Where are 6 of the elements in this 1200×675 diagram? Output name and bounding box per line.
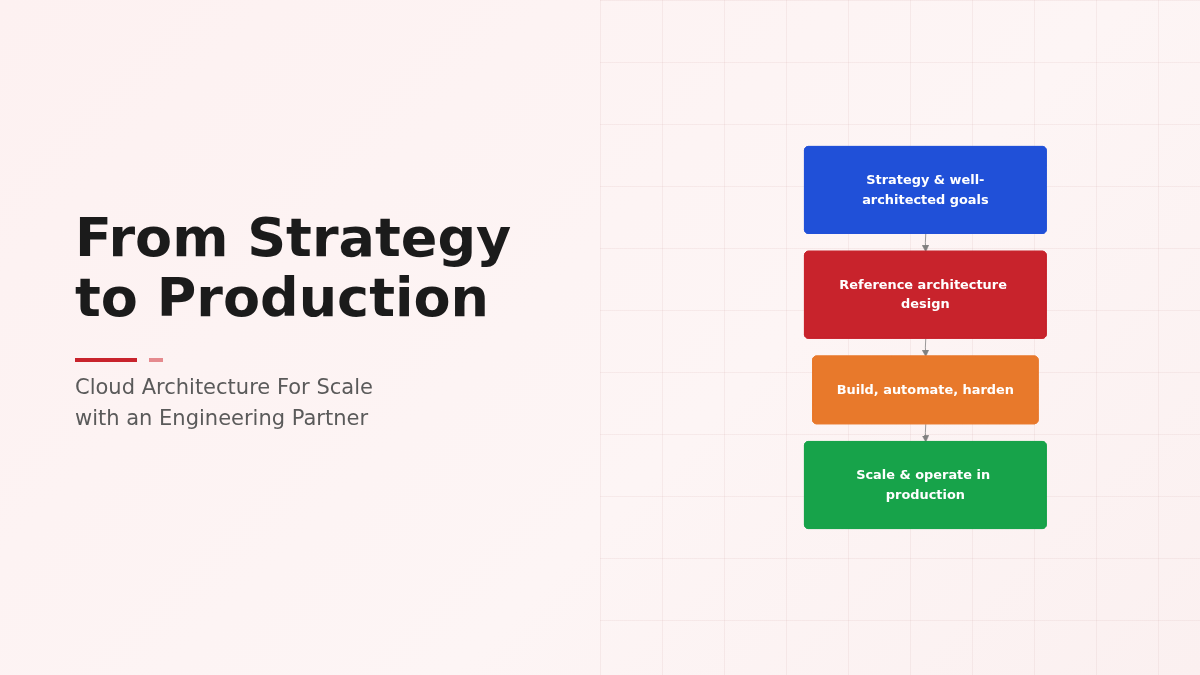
process-box: Build, automate, harden <box>811 355 1039 425</box>
process-box: Reference architecture design <box>803 250 1047 339</box>
title: From Strategy to Production <box>75 208 513 328</box>
process-box: Strategy & well-architected goals <box>803 146 1047 234</box>
subtitle: Cloud Architecture For Scale with an Engineering Partner <box>75 374 374 432</box>
process-box: Scale & operate in production <box>803 441 1047 529</box>
